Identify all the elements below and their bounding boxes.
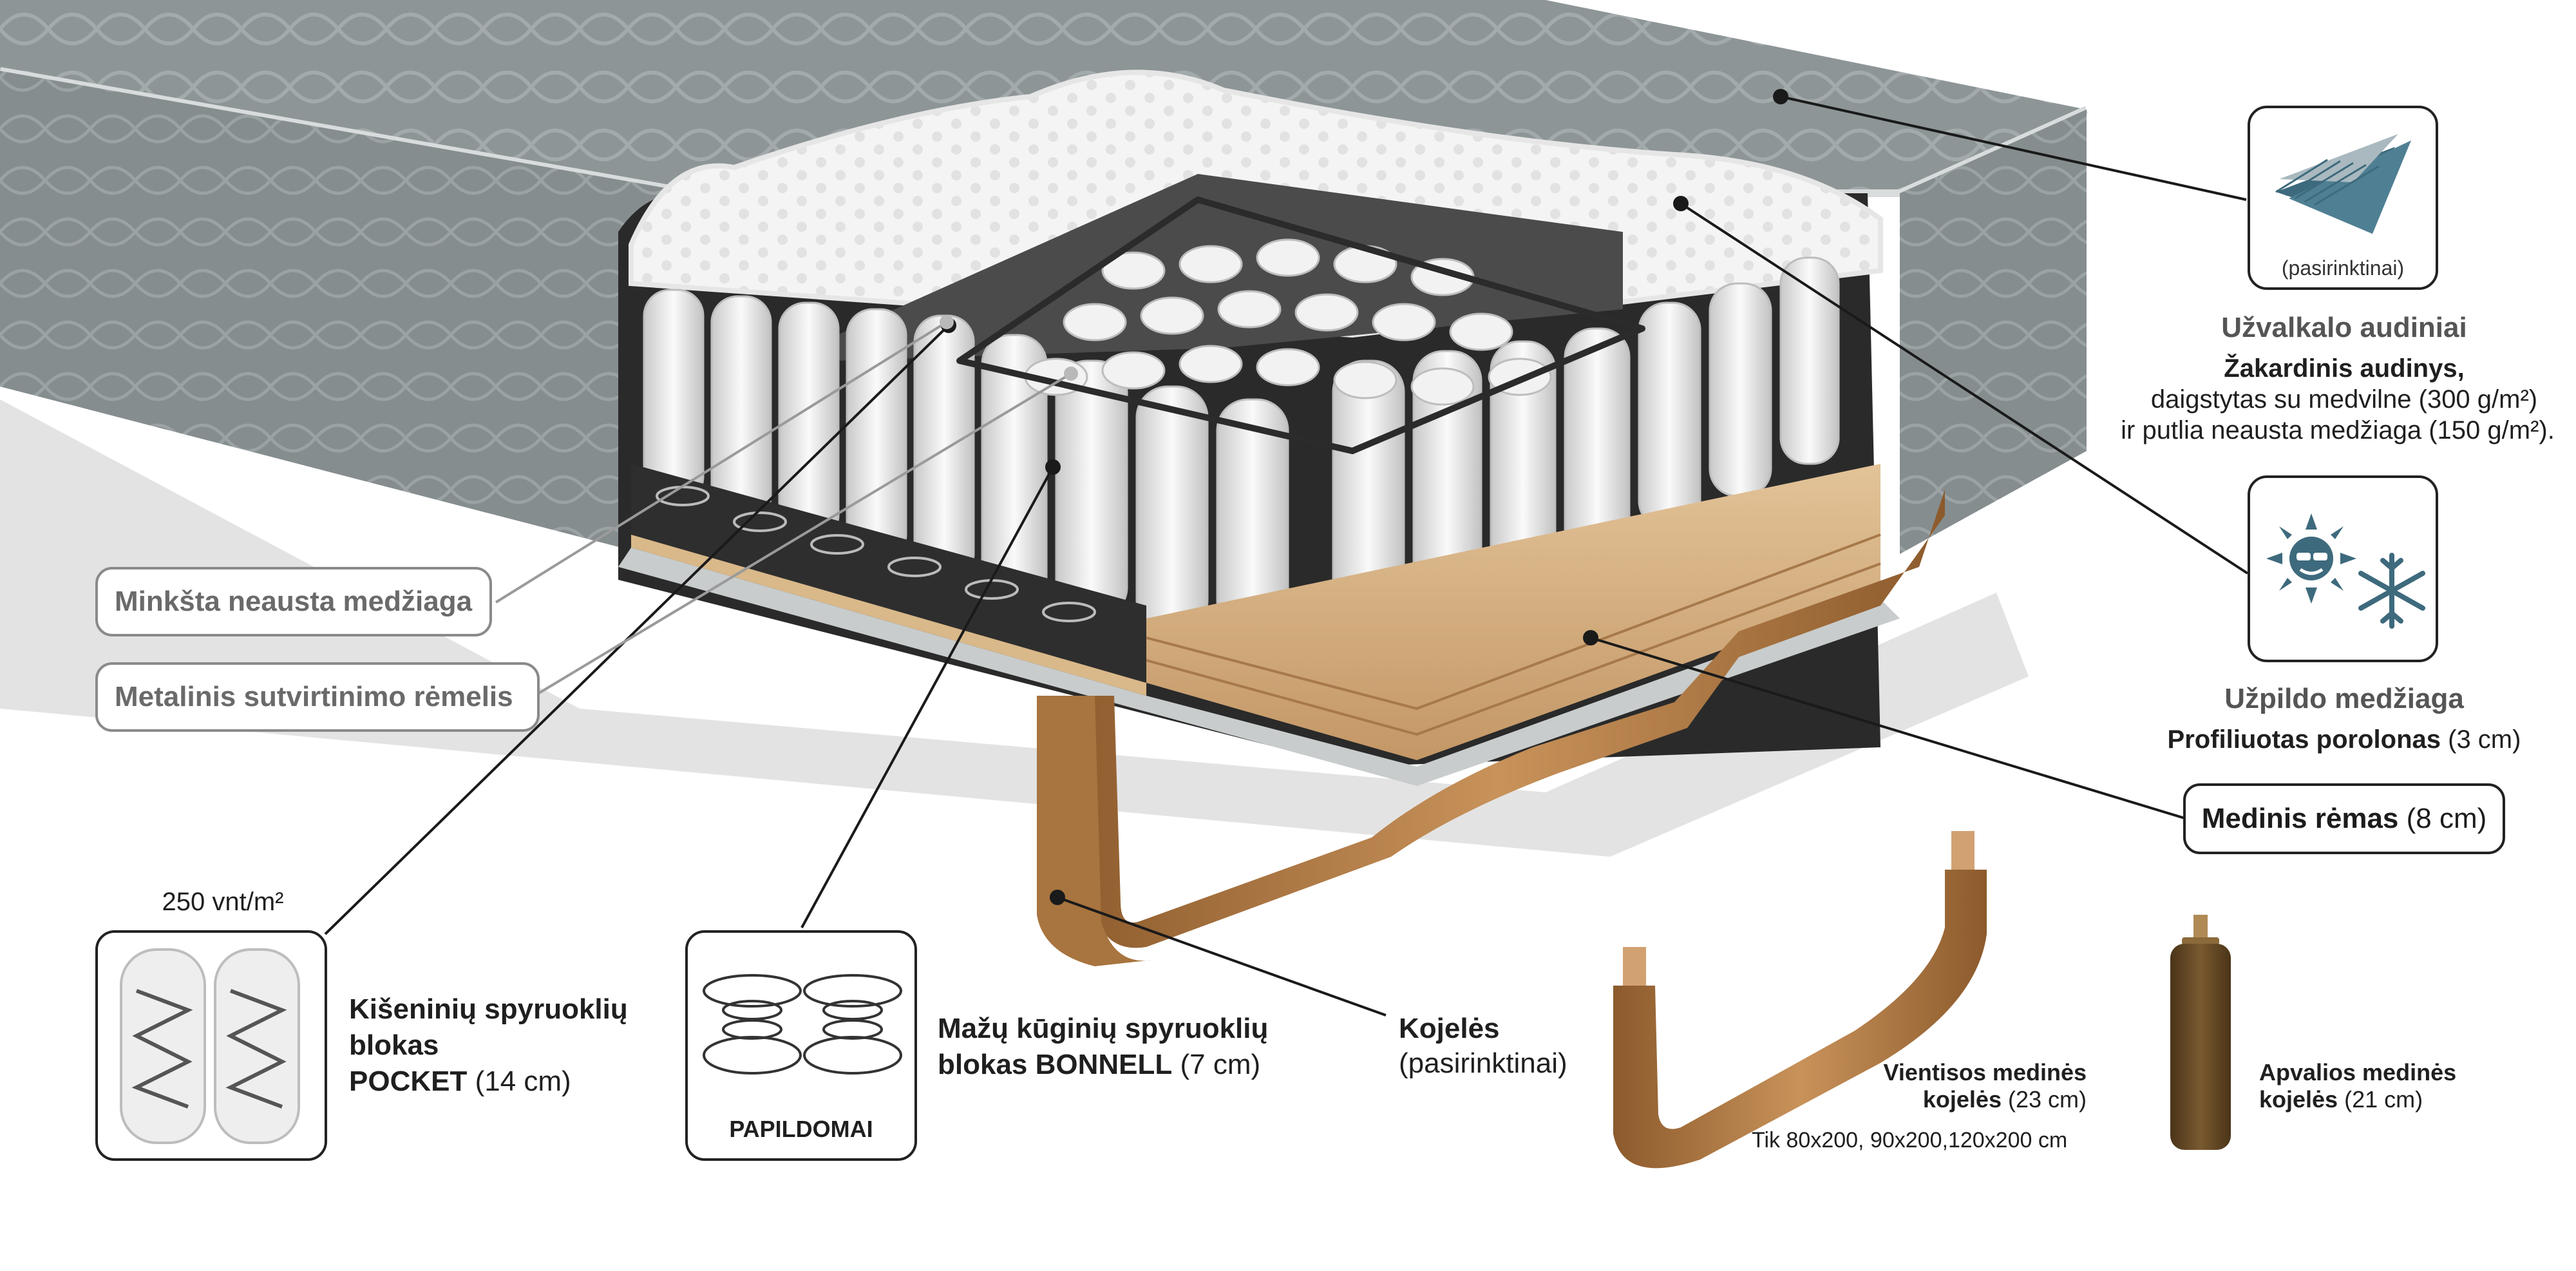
solid-legs-line2-bold: kojelės	[1922, 1086, 2002, 1113]
cover-desc-line1: Žakardinis audinys,	[2224, 354, 2465, 383]
cutaway-section	[618, 70, 1900, 786]
round-legs-line2: kojelės (21 cm)	[2259, 1085, 2423, 1115]
pocket-line1: Kišeninių spyruoklių	[349, 993, 628, 1025]
wooden-frame	[631, 464, 1881, 760]
legs-title: Kojelės	[1399, 1013, 1500, 1044]
solid-legs-line2: kojelės (23 cm)	[1790, 1085, 2087, 1115]
bonnell-line2-bold: blokas BONNELL	[938, 1049, 1173, 1080]
round-legs-line2-bold: kojelės	[2259, 1086, 2338, 1113]
pocket-line3: POCKET (14 cm)	[349, 1063, 571, 1100]
pocket-line3-rest: (14 cm)	[467, 1066, 571, 1097]
round-leg-product	[2170, 915, 2231, 1150]
soft-nonwoven-label: Minkšta neausta medžiaga	[95, 567, 492, 636]
round-legs-line1: Apvalios medinės	[2259, 1059, 2457, 1085]
cover-desc-line3: ir putlia neausta medžiaga (150 g/m²).	[2121, 416, 2555, 444]
pocket-line2: blokas	[349, 1029, 439, 1061]
mattress-side-right	[1900, 110, 2087, 554]
bonnell-spring-icon	[703, 974, 902, 1075]
fabric-layers-icon	[2275, 134, 2411, 234]
bonnell-line1: Mažų kūginių spyruoklių	[938, 1013, 1269, 1044]
wooden-frame-size: (8 cm)	[2398, 803, 2487, 834]
leader-dots-gray	[940, 315, 1078, 381]
cover-desc-line2: daigstytas su medvilne (300 g/m²)	[2150, 385, 2538, 414]
leader-lines	[324, 95, 2249, 1017]
bent-leg-installed	[1037, 490, 1945, 966]
leader-lines-gray	[495, 321, 1072, 697]
sun-icon	[2266, 513, 2356, 604]
bonnell-layer	[631, 464, 1146, 683]
cover-optional-note: (pasirinktinai)	[2281, 256, 2405, 280]
filling-desc: Profiliuotas porolonas (3 cm)	[2119, 723, 2570, 756]
floor-shadow	[0, 399, 2029, 857]
solid-legs-line2-rest: (23 cm)	[2001, 1086, 2087, 1113]
pocket-spring-icon	[120, 948, 300, 1144]
metal-frame-label: Metalinis sutvirtinimo rėmelis	[95, 662, 540, 732]
filling-desc-bold: Profiliuotas porolonas	[2167, 725, 2441, 754]
cover-title: Užvalkalo audiniai	[2221, 312, 2467, 343]
bonnell-line2: blokas BONNELL (7 cm)	[938, 1046, 1260, 1083]
mattress-side-left	[0, 71, 696, 567]
spring-tops	[1024, 238, 1552, 406]
leader-dots	[941, 89, 1788, 905]
legs-note: (pasirinktinai)	[1399, 1047, 1567, 1079]
round-legs-line2-rest: (21 cm)	[2338, 1086, 2423, 1113]
wooden-frame-label: Medinis rėmas (8 cm)	[2183, 783, 2505, 854]
solid-legs-line1: Vientisos medinės	[1883, 1059, 2087, 1085]
snowflake-icon	[2358, 553, 2425, 629]
solid-leg-product	[1613, 831, 1987, 1169]
pocket-spring-rows	[643, 256, 1840, 633]
solid-legs-sizes: Tik 80x200, 90x200,120x200 cm	[1752, 1128, 2068, 1152]
wooden-frame-name: Medinis rėmas	[2201, 803, 2399, 834]
fabric-icon-box: (pasirinktinai)	[2248, 106, 2438, 290]
bonnell-spring-icon-box: PAPILDOMAI	[685, 930, 917, 1161]
pocket-density: 250 vnt/m²	[162, 888, 284, 916]
metal-frame-text: Metalinis sutvirtinimo rėmelis	[115, 681, 513, 712]
filling-title: Užpildo medžiaga	[2224, 683, 2464, 714]
bonnell-line2-rest: (7 cm)	[1172, 1049, 1261, 1080]
filling-desc-rest: (3 cm)	[2441, 725, 2521, 754]
bonnell-badge: PAPILDOMAI	[729, 1116, 873, 1142]
filling-icon-box	[2248, 475, 2438, 662]
pocket-line3-bold: POCKET	[349, 1066, 468, 1097]
pocket-spring-icon-box	[95, 930, 327, 1161]
metal-frame-rod	[956, 196, 1645, 454]
soft-nonwoven-text: Minkšta neausta medžiaga	[115, 586, 473, 617]
